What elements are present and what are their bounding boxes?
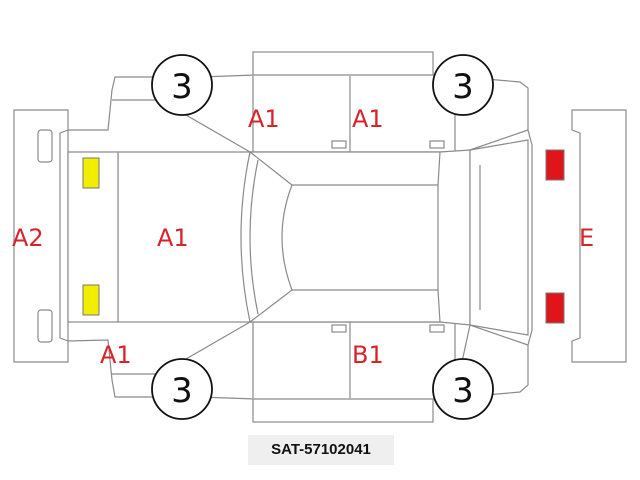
rear-lamp-right xyxy=(545,292,565,324)
cabin-roof-outline xyxy=(281,184,439,291)
tire-rear-left-grade: 3 xyxy=(452,67,474,107)
tire-rear-right: 3 xyxy=(432,358,494,420)
damage-label-rear-bumper: E xyxy=(579,224,594,252)
tire-front-right: 3 xyxy=(151,358,213,420)
door-handle xyxy=(331,140,347,149)
door-handle xyxy=(429,324,445,333)
tire-rear-right-grade: 3 xyxy=(452,371,474,411)
front-lamp-left xyxy=(82,157,100,189)
left-roof-strip xyxy=(252,51,434,77)
damage-label-front-left-fender: A1 xyxy=(100,341,132,369)
front-lamp-right xyxy=(82,284,100,316)
stock-number-caption: SAT-57102041 xyxy=(248,435,394,465)
hood-outline xyxy=(117,151,251,323)
damage-label-rear-right-door: B1 xyxy=(352,341,384,369)
door-handle xyxy=(331,324,347,333)
damage-label-rear-left-door: A1 xyxy=(352,105,384,133)
tire-front-left: 3 xyxy=(151,54,213,116)
windshield-lines xyxy=(249,151,441,323)
right-roof-strip xyxy=(252,397,434,423)
damage-label-hood: A1 xyxy=(157,224,189,252)
damage-label-front-bumper: A2 xyxy=(12,224,44,252)
tire-front-left-grade: 3 xyxy=(171,67,193,107)
tire-front-right-grade: 3 xyxy=(171,371,193,411)
tire-rear-left: 3 xyxy=(432,54,494,116)
front-bumper-outline xyxy=(13,109,69,363)
door-handle xyxy=(429,140,445,149)
trunk-outline xyxy=(469,139,529,336)
front-bumper-slot-bottom xyxy=(37,309,53,343)
rear-bumper-outline xyxy=(571,109,627,363)
damage-label-front-left-door: A1 xyxy=(248,105,280,133)
rear-lamp-left xyxy=(545,149,565,181)
front-bumper-slot-top xyxy=(37,129,53,163)
